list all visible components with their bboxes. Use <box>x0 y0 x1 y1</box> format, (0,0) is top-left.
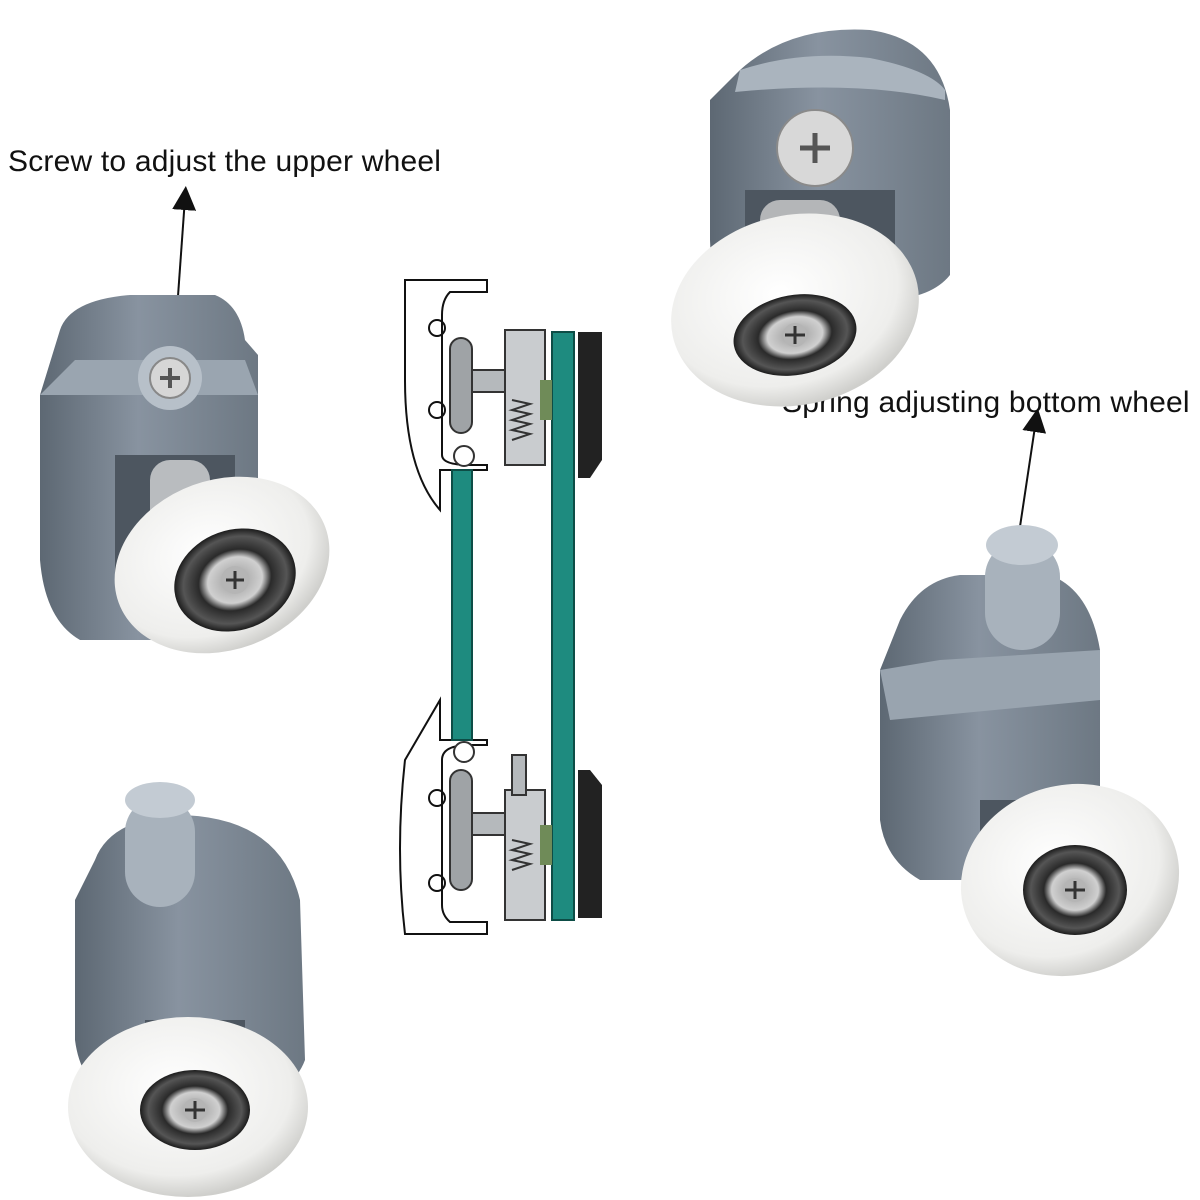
bottom-mechanism <box>449 741 552 921</box>
bottom-wheel-spring-label: Spring adjusting bottom wheel <box>782 386 1190 419</box>
bottom-spring-arrow <box>1017 408 1047 541</box>
inner-glass-panel <box>451 469 473 741</box>
top-mechanism <box>449 329 552 467</box>
upper-roller-left <box>40 295 330 654</box>
bottom-seal <box>578 770 602 918</box>
adjust-screw-icon <box>149 357 191 399</box>
adjust-screw-icon <box>776 109 854 187</box>
lower-roller-right <box>880 525 1180 977</box>
upper-wheel-screw-label: Screw to adjust the upper wheel <box>8 145 442 178</box>
outer-glass-panel <box>551 331 575 921</box>
lower-roller-left <box>68 782 308 1197</box>
top-seal <box>578 332 602 478</box>
upper-roller-right <box>671 29 950 407</box>
